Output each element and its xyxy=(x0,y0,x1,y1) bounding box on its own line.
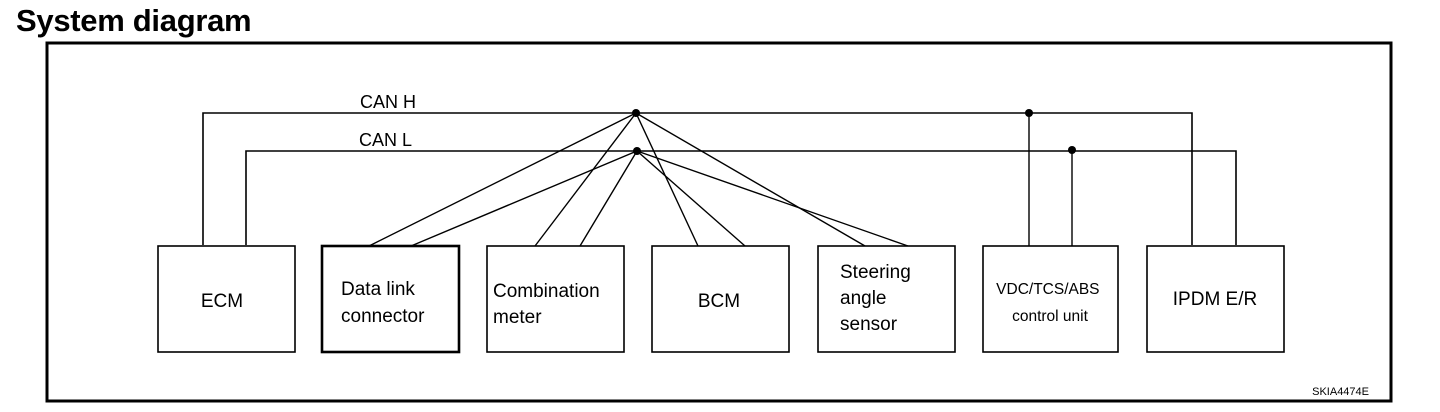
data-link-connector-box xyxy=(320,244,461,354)
page-title: System diagram xyxy=(16,3,252,38)
data-link-connector-label: Data link connector xyxy=(341,279,425,327)
combination-meter-label-line: Combination xyxy=(493,281,600,302)
can-l-splice-dot xyxy=(633,147,641,155)
data-link-connector-label-line: connector xyxy=(341,306,425,327)
ecm-label-line: ECM xyxy=(201,291,243,312)
vdc-tcs-abs-control-unit-label: VDC/TCS/ABS control unit xyxy=(996,281,1104,325)
can-h-branch-wires xyxy=(368,112,1030,247)
ipdm-e-r-box xyxy=(1146,245,1285,353)
steering-angle-sensor-box xyxy=(817,245,956,353)
vdc-tcs-abs-control-unit-label-line: control unit xyxy=(1012,308,1089,325)
can-l-bus-line xyxy=(245,150,1237,245)
vdc-tcs-abs-control-unit-label-line: VDC/TCS/ABS xyxy=(996,281,1099,298)
combination-meter-label: Combination meter xyxy=(493,281,605,328)
diagram-frame xyxy=(45,41,1393,403)
figure-code: SKIA4474E xyxy=(1312,386,1369,398)
bcm-box xyxy=(651,245,790,353)
steering-angle-sensor-label-line: sensor xyxy=(840,314,898,335)
combination-meter-label-line: meter xyxy=(493,307,542,328)
data-link-connector-label-line: Data link xyxy=(341,279,415,300)
can-h-bus-line xyxy=(202,112,1193,245)
combination-meter-box xyxy=(486,245,625,353)
module-boxes xyxy=(157,244,1285,354)
vdc-tcs-abs-control-unit-box xyxy=(982,245,1119,353)
can-l-label: CAN L xyxy=(359,130,412,150)
ecm-box xyxy=(157,245,296,353)
ipdm-e-r-label: IPDM E/R xyxy=(1173,289,1257,310)
steering-angle-sensor-label-line: Steering xyxy=(840,262,911,283)
steering-angle-sensor-label-line: angle xyxy=(840,288,887,309)
steering-angle-sensor-label: Steering angle sensor xyxy=(840,262,916,335)
bcm-label: BCM xyxy=(698,291,740,312)
can-l-branch-wires xyxy=(410,150,1073,247)
can-h-junction-dot xyxy=(1025,109,1033,117)
can-h-label: CAN H xyxy=(360,92,416,112)
ecm-label: ECM xyxy=(201,291,243,312)
ipdm-e-r-label-line: IPDM E/R xyxy=(1173,289,1257,310)
can-h-splice-dot xyxy=(632,109,640,117)
can-l-junction-dot xyxy=(1068,146,1076,154)
bcm-label-line: BCM xyxy=(698,291,740,312)
